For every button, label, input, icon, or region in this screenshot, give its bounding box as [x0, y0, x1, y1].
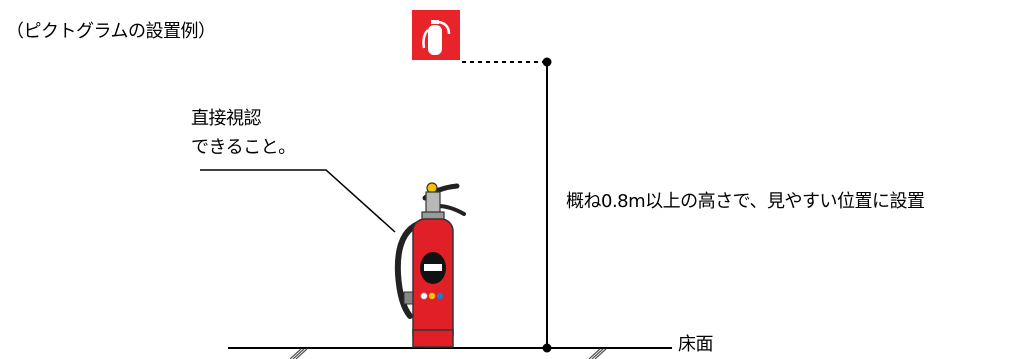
callout-note-line2: できること。 [191, 136, 296, 160]
floor-hatch-left [290, 349, 307, 359]
floor-hatch-right [589, 349, 606, 359]
height-instruction-note: 概ね0.8m以上の高さで、見やすい位置に設置 [566, 190, 924, 214]
diagram-caption: （ピクトグラムの設置例） [6, 20, 215, 44]
fire-extinguisher-illustration [398, 183, 464, 347]
callout-note-line1: 直接視認 [191, 107, 261, 131]
floor-label: 床面 [678, 333, 713, 357]
top-height-dot [543, 58, 552, 67]
extinguisher-pictogram-icon [412, 10, 460, 60]
callout-leader-line [200, 170, 395, 232]
